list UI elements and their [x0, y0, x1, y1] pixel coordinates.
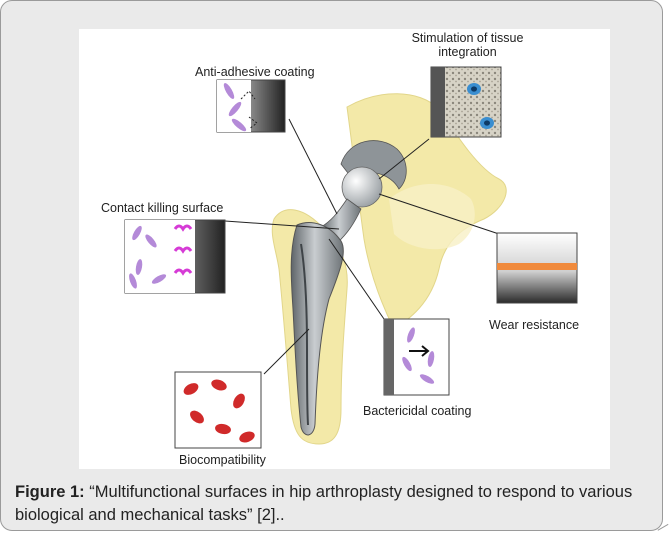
caption-text: “Multifunctional surfaces in hip arthrop…	[15, 483, 632, 524]
contact-killing-panel	[125, 220, 225, 293]
wear-resistance-panel	[497, 233, 577, 303]
biocompatibility-panel	[175, 372, 261, 448]
label-anti-adhesive: Anti-adhesive coating	[195, 65, 315, 79]
label-bactericidal: Bactericidal coating	[363, 404, 471, 418]
figure-caption: Figure 1: “Multifunctional surfaces in h…	[15, 481, 655, 527]
label-biocompatibility: Biocompatibility	[179, 453, 266, 467]
anti-adhesive-panel	[217, 80, 285, 133]
label-wear-resistance: Wear resistance	[489, 318, 579, 332]
bactericidal-panel	[384, 319, 449, 395]
figure-card: Stimulation of tissue integration Anti-a…	[0, 0, 663, 531]
diagram-graphic	[79, 29, 610, 469]
label-stimulation-line1: Stimulation of tissue	[405, 31, 530, 45]
label-contact-killing: Contact killing surface	[101, 201, 223, 215]
hip-implant-diagram: Stimulation of tissue integration Anti-a…	[79, 29, 610, 469]
label-stimulation: Stimulation of tissue integration	[405, 31, 530, 59]
label-stimulation-line2: integration	[405, 45, 530, 59]
caption-label: Figure 1:	[15, 483, 85, 501]
tissue-integration-panel	[431, 67, 501, 137]
